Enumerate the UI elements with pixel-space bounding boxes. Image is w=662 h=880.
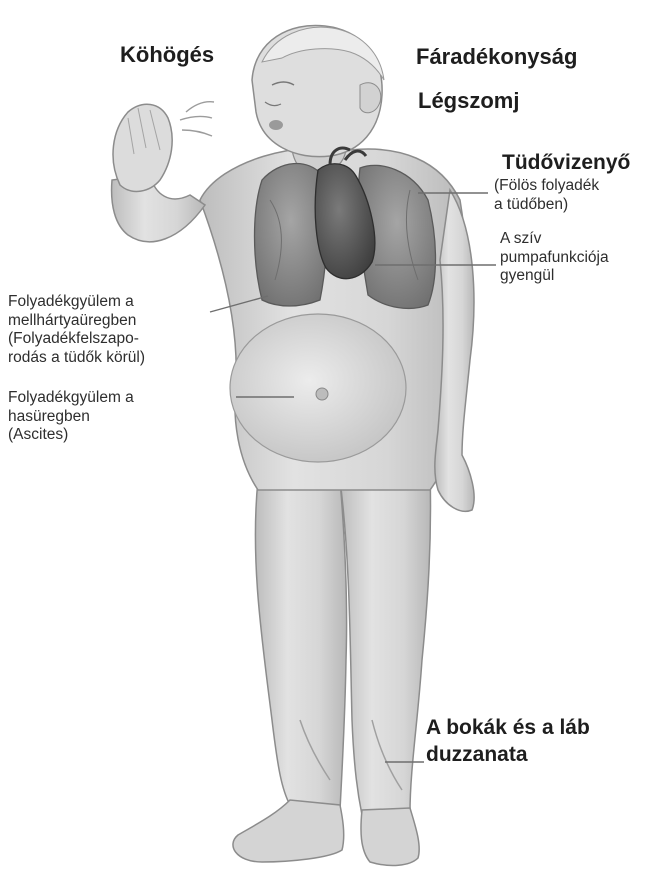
hand-near-mouth [113, 104, 172, 191]
label-weak-heart: A szív pumpafunkciója gyengül [500, 230, 609, 286]
legs [255, 470, 430, 815]
label-pulmonary-edema-title: Tüdővizenyő [502, 152, 630, 173]
label-pulmonary-edema-desc: (Fölös folyadék a tüdőben) [494, 177, 599, 214]
label-dyspnea: Légszomj [418, 90, 519, 112]
belly [230, 314, 406, 462]
label-pleural-effusion: Folyadékgyülem a mellhártyaüregben (Foly… [8, 293, 145, 367]
label-cough: Köhögés [120, 44, 214, 66]
navel [316, 388, 328, 400]
label-ankle-swelling: A bokák és a láb duzzanata [426, 714, 590, 769]
head [252, 25, 384, 156]
cough-breath [180, 102, 214, 136]
label-fatigue: Fáradékonyság [416, 46, 577, 68]
label-ascites: Folyadékgyülem a hasüregben (Ascites) [8, 389, 134, 445]
feet [233, 800, 419, 865]
